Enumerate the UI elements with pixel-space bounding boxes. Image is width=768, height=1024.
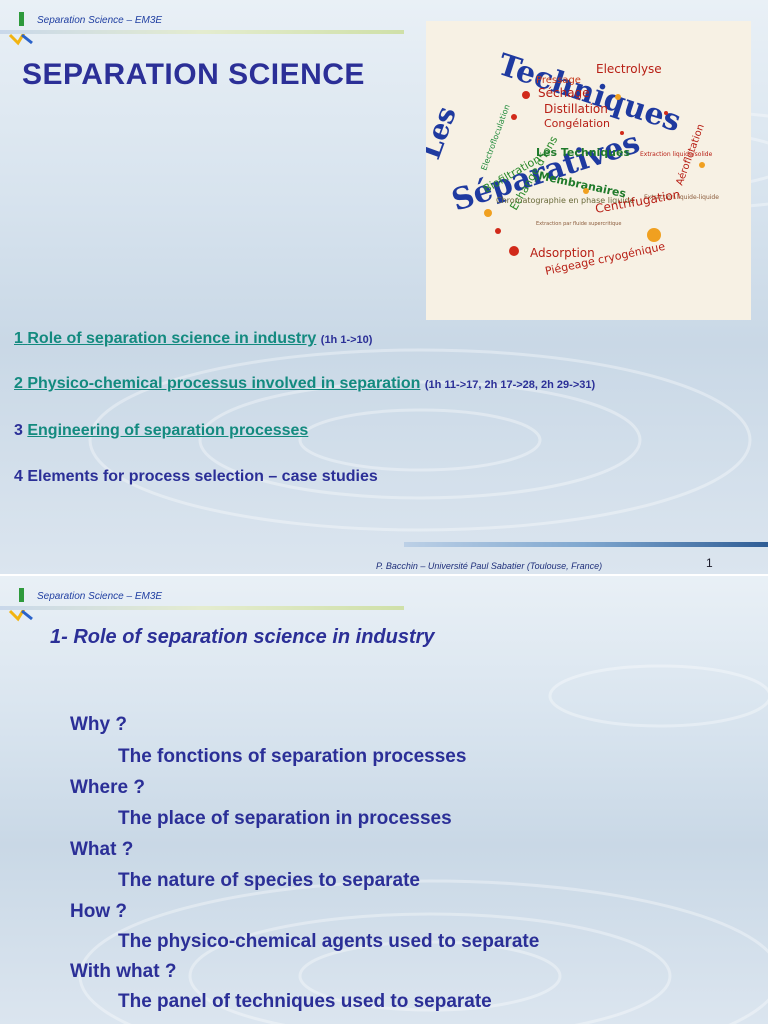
question-why: Why ? (70, 714, 127, 735)
agenda-item-2[interactable]: 2 Physico-chemical processus involved in… (14, 375, 595, 393)
answer-with-what: The panel of techniques used to separate (118, 991, 492, 1012)
logo-arrow-icon (8, 608, 33, 622)
question-where: Where ? (70, 777, 145, 798)
footer-line (404, 542, 768, 547)
header-bar (0, 30, 404, 34)
question-with-what: With what ? (70, 961, 177, 982)
collage-extraction-ll: Extraction liquide-liquide (644, 194, 719, 201)
agenda-item-3-num: 3 (14, 422, 23, 439)
collage-distillation: Distillation (544, 102, 608, 116)
answer-where: The place of separation in processes (118, 808, 452, 829)
collage-sechage: Séchage (538, 86, 590, 100)
collage-adsorption: Adsorption (530, 246, 595, 260)
agenda-link-1[interactable]: 1 Role of separation science in industry (14, 330, 316, 347)
slide-1: Separation Science – EM3E SEPARATION SCI… (0, 0, 768, 574)
answer-how: The physico-chemical agents used to sepa… (118, 931, 540, 952)
agenda-item-4: 4 Elements for process selection – case … (14, 468, 378, 486)
agenda-item-1-label: Role of separation science in industry (27, 330, 317, 347)
slide-title: 1- Role of separation science in industr… (50, 626, 435, 648)
water-ripple-background (78, 664, 768, 1024)
course-header: Separation Science – EM3E (37, 15, 163, 26)
collage-chromatographie: Chromatographie en phase liquide (496, 196, 635, 205)
question-how: How ? (70, 901, 127, 922)
collage-dots (484, 91, 705, 256)
collage-extraction-sc: Extraction par fluide supercritique (536, 221, 621, 227)
course-header: Separation Science – EM3E (37, 591, 163, 602)
collage-pressage: Pressage (536, 75, 581, 86)
agenda-item-1-note: (1h 1->10) (320, 334, 373, 346)
collage-extraction-ls: Extraction liquide/solide (640, 151, 713, 158)
separation-techniques-collage: Les Techniques Séparatives Pressage Elec… (426, 21, 751, 320)
answer-why: The fonctions of separation processes (118, 746, 467, 767)
collage-congelation: Congélation (544, 117, 610, 130)
agenda-item-2-label: Physico-chemical processus involved in s… (27, 375, 421, 392)
agenda-item-1-num: 1 (14, 330, 23, 347)
slide-title: SEPARATION SCIENCE (22, 58, 365, 91)
header-bar (0, 606, 404, 610)
slide-2: Separation Science – EM3E 1- Role of sep… (0, 576, 768, 1024)
logo-arrow-icon (8, 32, 33, 46)
logo-green-mark (19, 12, 24, 26)
collage-electrolyse: Electrolyse (596, 62, 662, 76)
question-what: What ? (70, 839, 134, 860)
agenda-item-3[interactable]: 3 Engineering of separation processes (14, 422, 308, 440)
logo-green-mark (19, 588, 24, 602)
answer-what: The nature of species to separate (118, 870, 420, 891)
collage-les-techniques: Les Techniques (536, 146, 630, 159)
footer-author: P. Bacchin – Université Paul Sabatier (T… (376, 561, 603, 571)
agenda-link-2[interactable]: 2 Physico-chemical processus involved in… (14, 375, 420, 392)
agenda-link-3[interactable]: Engineering of separation processes (27, 422, 309, 439)
agenda-item-4-label: Elements for process selection – case st… (27, 468, 378, 485)
agenda-item-1[interactable]: 1 Role of separation science in industry… (14, 330, 372, 348)
agenda-item-2-note: (1h 11->17, 2h 17->28, 2h 29->31) (424, 379, 596, 391)
agenda-item-4-num: 4 (14, 468, 23, 485)
page-number: 1 (706, 556, 713, 570)
agenda-item-2-num: 2 (14, 375, 23, 392)
